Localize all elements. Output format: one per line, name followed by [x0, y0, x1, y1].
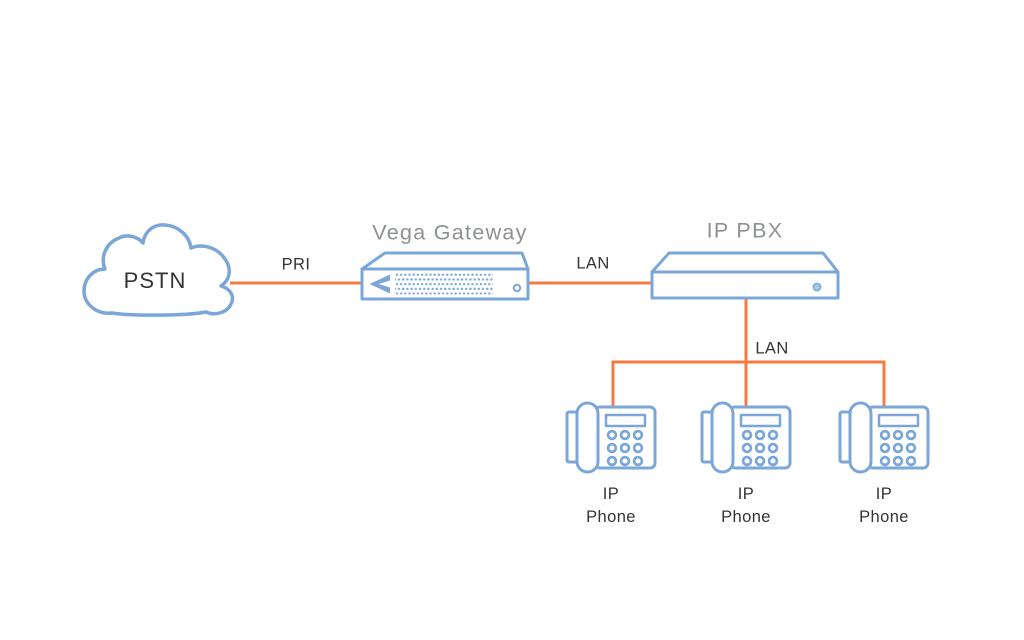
ip-phone-label: IP Phone [586, 483, 636, 529]
gateway-device-icon [360, 251, 530, 301]
phone-display [877, 413, 920, 428]
pstn-cloud-icon [82, 223, 235, 317]
pbx-led-dot [812, 282, 822, 292]
ip-phone-label-line2: Phone [586, 508, 636, 526]
phone-keypad [741, 429, 779, 467]
gateway-led-ring [512, 283, 522, 293]
ip-phone-icons [565, 401, 930, 474]
gateway-vent-grid [395, 273, 493, 295]
ip-phone-label-line1: IP [875, 485, 893, 503]
ip-phone-label-line1: IP [602, 485, 620, 503]
phone-display [739, 413, 782, 428]
pri-link-label: PRI [281, 255, 311, 274]
ip-phone-label: IP Phone [859, 483, 909, 529]
ip-phone-label-line2: Phone [721, 508, 771, 526]
ip-phone-icon [565, 401, 657, 474]
connection-lines [230, 281, 886, 410]
lan-link-label: LAN [576, 254, 610, 273]
pbx-device-icon [650, 251, 840, 300]
pbx-title: IP PBX [706, 218, 784, 243]
ip-phone-icon [700, 401, 792, 474]
ip-phone-label-line2: Phone [859, 508, 909, 526]
phone-handset [575, 401, 600, 474]
pstn-cloud-label: PSTN [123, 268, 187, 293]
ip-phone-icon [838, 401, 930, 474]
phone-handset [848, 401, 873, 474]
phone-keypad [879, 429, 917, 467]
lan-branch-label: LAN [755, 339, 789, 358]
phone-keypad [606, 429, 644, 467]
ip-phone-label-line1: IP [737, 485, 755, 503]
gateway-logo-chevron [369, 274, 390, 294]
phone-handset [710, 401, 735, 474]
gateway-title: Vega Gateway [372, 220, 528, 245]
phone-display [604, 413, 647, 428]
ip-phone-label: IP Phone [721, 483, 771, 529]
